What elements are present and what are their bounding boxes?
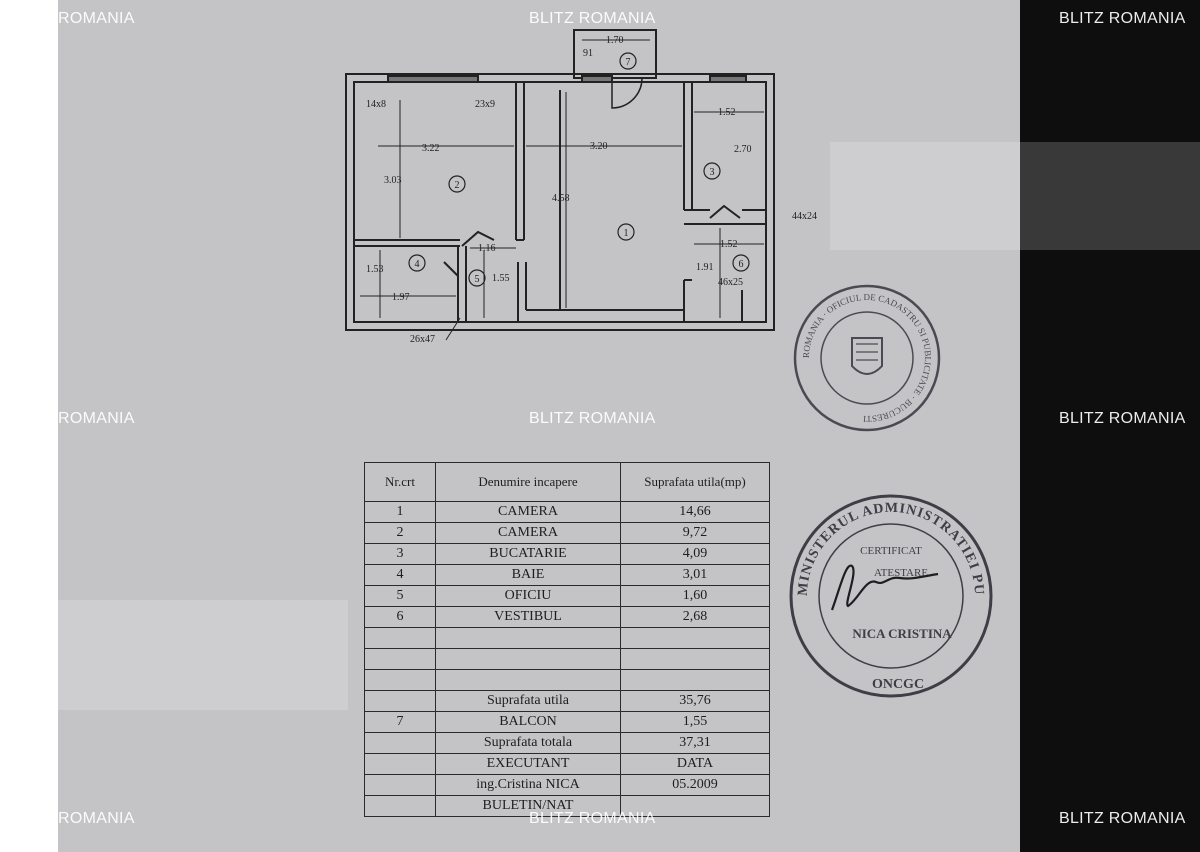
watermark: ROMANIA — [58, 810, 135, 827]
table-cell: 4,09 — [620, 543, 770, 565]
table-cell: BALCON — [435, 711, 621, 733]
stamp-name: NICA CRISTINA — [852, 626, 952, 641]
table-cell: 35,76 — [620, 690, 770, 712]
table-cell: DATA — [620, 753, 770, 775]
dim-label: 4.58 — [552, 193, 570, 204]
ministry-stamp: MINISTERUL ADMINISTRATIEI PUBLICE CERTIF… — [788, 492, 993, 698]
dim-label: 46x25 — [718, 277, 743, 288]
dim-label: 14x8 — [366, 99, 386, 110]
left-border — [0, 0, 58, 852]
table-cell: 4 — [364, 564, 436, 586]
dim-label: 1.52 — [718, 107, 736, 118]
room-number: 6 — [739, 259, 744, 270]
table-cell: ing.Cristina NICA — [435, 774, 621, 796]
stamp-line: CERTIFICAT — [860, 545, 922, 557]
dim-label: 3.20 — [590, 141, 608, 152]
room-number: 5 — [475, 274, 480, 285]
room-number: 2 — [455, 180, 460, 191]
watermark: ROMANIA — [58, 10, 135, 27]
table-cell: 3,01 — [620, 564, 770, 586]
table-cell: 9,72 — [620, 522, 770, 544]
table-cell: CAMERA — [435, 501, 621, 523]
dim-label: 44x24 — [792, 211, 817, 222]
table-cell: VESTIBUL — [435, 606, 621, 628]
watermark: BLITZ ROMANIA — [1059, 410, 1186, 427]
watermark: BLITZ ROMANIA — [1059, 810, 1186, 827]
table-cell: BULETIN/NAT — [435, 795, 621, 817]
table-row: 1 CAMERA 14,66 — [364, 501, 770, 523]
table-cell: 1,60 — [620, 585, 770, 607]
table-cell: Suprafata utila — [435, 690, 621, 712]
table-row: 5 OFICIU 1,60 — [364, 585, 770, 607]
table-cell: 37,31 — [620, 732, 770, 754]
watermark: BLITZ ROMANIA — [1059, 10, 1186, 27]
table-cell: CAMERA — [435, 522, 621, 544]
dim-label: 91 — [583, 48, 593, 59]
stamp-bottom: ONCGC — [872, 677, 924, 692]
table-cell: 14,66 — [620, 501, 770, 523]
table-cell: 2 — [364, 522, 436, 544]
dim-label: 1.16 — [478, 243, 496, 254]
table-cell: 2,68 — [620, 606, 770, 628]
table-cell: 1,55 — [620, 711, 770, 733]
coat-of-arms-icon — [851, 337, 883, 375]
room-number: 1 — [624, 228, 629, 239]
glare-patch — [58, 600, 348, 710]
watermark: BLITZ ROMANIA — [529, 410, 656, 427]
room-number: 7 — [626, 57, 631, 68]
column-header: Denumire incapere — [435, 462, 621, 502]
column-header: Suprafata utila(mp) — [620, 462, 770, 502]
cadastre-stamp: ROMANIA · OFICIUL DE CADASTRU SI PUBLICI… — [793, 284, 941, 432]
table-header-row: Nr.crt Denumire incapere Suprafata utila… — [364, 462, 770, 502]
table-cell: BAIE — [435, 564, 621, 586]
dark-background — [1020, 0, 1200, 852]
table-cell: 1 — [364, 501, 436, 523]
table-row-executant: EXECUTANT DATA — [364, 753, 770, 775]
dim-label: 3.03 — [384, 175, 402, 186]
table-row: 2 CAMERA 9,72 — [364, 522, 770, 544]
table-row-empty — [364, 627, 770, 649]
table-cell: 7 — [364, 711, 436, 733]
area-table: Nr.crt Denumire incapere Suprafata utila… — [364, 462, 770, 817]
table-cell: 6 — [364, 606, 436, 628]
table-row-empty — [364, 669, 770, 691]
stamp-line: ATESTARE — [874, 567, 928, 579]
table-cell: EXECUTANT — [435, 753, 621, 775]
glare-band — [830, 142, 1200, 250]
table-cell: 3 — [364, 543, 436, 565]
table-cell: BUCATARIE — [435, 543, 621, 565]
dim-label: 26x47 — [410, 334, 435, 345]
signature-icon — [830, 564, 939, 611]
table-row-bottom: BULETIN/NAT — [364, 795, 770, 817]
dim-label: 3.22 — [422, 143, 440, 154]
dim-label: 2.70 — [734, 144, 752, 155]
table-row: 4 BAIE 3,01 — [364, 564, 770, 586]
dim-label: 1.70 — [606, 35, 624, 46]
table-cell: OFICIU — [435, 585, 621, 607]
table-row-empty — [364, 648, 770, 670]
table-row-total-useful: Suprafata utila 35,76 — [364, 690, 770, 712]
dim-label: 1.52 — [720, 239, 738, 250]
table-cell: 5 — [364, 585, 436, 607]
table-row-balcony: 7 BALCON 1,55 — [364, 711, 770, 733]
dim-label: 1.97 — [392, 292, 410, 303]
dim-label: 1.55 — [492, 273, 510, 284]
table-row-total: Suprafata totala 37,31 — [364, 732, 770, 754]
dim-label: 23x9 — [475, 99, 495, 110]
room-number: 4 — [415, 259, 420, 270]
column-header: Nr.crt — [364, 462, 436, 502]
dim-label: 1.53 — [366, 264, 384, 275]
table-row-executant-name: ing.Cristina NICA 05.2009 — [364, 774, 770, 796]
watermark: BLITZ ROMANIA — [529, 10, 656, 27]
room-number: 3 — [710, 167, 715, 178]
table-row: 6 VESTIBUL 2,68 — [364, 606, 770, 628]
watermark: BLITZ ROMANIA — [529, 810, 656, 827]
table-cell: Suprafata totala — [435, 732, 621, 754]
table-cell: 05.2009 — [620, 774, 770, 796]
dim-label: 1.91 — [696, 262, 714, 273]
table-row: 3 BUCATARIE 4,09 — [364, 543, 770, 565]
watermark: ROMANIA — [58, 410, 135, 427]
